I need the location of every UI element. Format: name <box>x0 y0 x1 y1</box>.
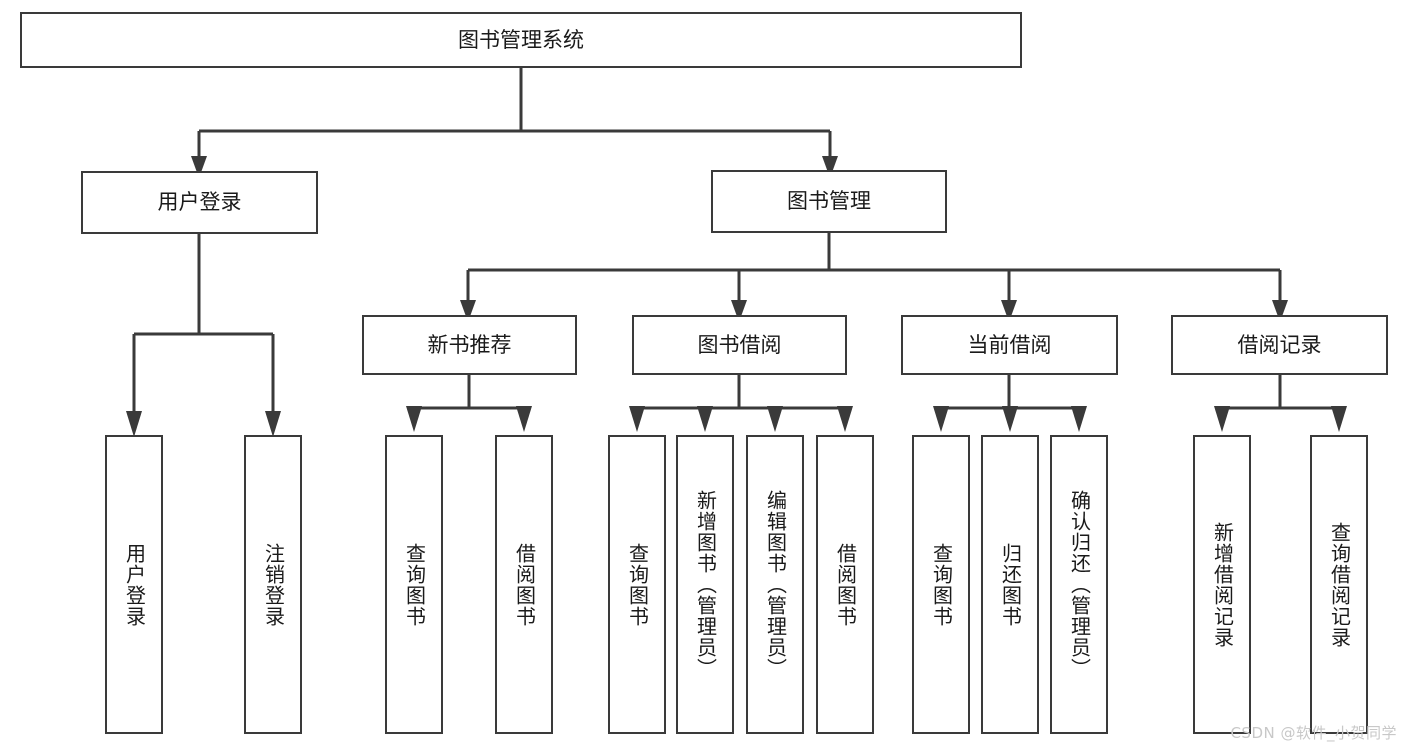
arrowhead-leaf-return-book <box>1002 406 1018 432</box>
node-leaf-add-book[interactable]: 新增图书（管理员） <box>676 435 734 734</box>
node-leaf-query-book-3[interactable]: 查询图书 <box>912 435 970 734</box>
arrowhead-borrow-record <box>1272 300 1288 322</box>
node-book-borrow-label: 图书借阅 <box>697 332 782 357</box>
node-leaf-logout-label: 注销登录 <box>261 542 286 627</box>
node-leaf-return-book-label: 归还图书 <box>998 542 1023 627</box>
node-leaf-borrow-book-1-label: 借阅图书 <box>512 542 537 627</box>
node-user-login[interactable]: 用户登录 <box>81 171 318 234</box>
node-new-book-rec[interactable]: 新书推荐 <box>362 315 577 375</box>
node-borrow-record-label: 借阅记录 <box>1237 332 1322 357</box>
node-leaf-borrow-book-2[interactable]: 借阅图书 <box>816 435 874 734</box>
arrowhead-leaf-borrow-book-2 <box>837 406 853 432</box>
node-leaf-query-record-label: 查询借阅记录 <box>1327 521 1352 648</box>
node-root-label: 图书管理系统 <box>458 27 584 52</box>
arrowhead-user-login <box>191 156 207 178</box>
arrowhead-leaf-edit-book <box>767 406 783 432</box>
arrowhead-leaf-query-book-3 <box>933 406 949 432</box>
node-leaf-borrow-book-2-label: 借阅图书 <box>833 542 858 627</box>
node-leaf-query-book-2-label: 查询图书 <box>625 542 650 627</box>
node-leaf-edit-book[interactable]: 编辑图书（管理员） <box>746 435 804 734</box>
node-leaf-edit-book-label: 编辑图书（管理员） <box>763 490 788 679</box>
arrowhead-leaf-query-book-1 <box>406 406 422 432</box>
node-leaf-borrow-book-1[interactable]: 借阅图书 <box>495 435 553 734</box>
arrowhead-leaf-query-record <box>1331 406 1347 432</box>
arrowhead-book-manage <box>822 156 838 178</box>
arrowhead-leaf-borrow-book-1 <box>516 406 532 432</box>
node-borrow-record[interactable]: 借阅记录 <box>1171 315 1388 375</box>
node-user-login-label: 用户登录 <box>157 190 242 215</box>
arrowhead-leaf-add-record <box>1214 406 1230 432</box>
node-leaf-add-record-label: 新增借阅记录 <box>1210 521 1235 648</box>
node-leaf-confirm-return[interactable]: 确认归还（管理员） <box>1050 435 1108 734</box>
node-leaf-query-book-1[interactable]: 查询图书 <box>385 435 443 734</box>
node-current-borrow[interactable]: 当前借阅 <box>901 315 1118 375</box>
node-leaf-logout[interactable]: 注销登录 <box>244 435 302 734</box>
arrowhead-leaf-query-book-2 <box>629 406 645 432</box>
node-leaf-query-book-2[interactable]: 查询图书 <box>608 435 666 734</box>
arrowhead-new-book-rec <box>460 300 476 322</box>
node-leaf-return-book[interactable]: 归还图书 <box>981 435 1039 734</box>
node-leaf-confirm-return-label: 确认归还（管理员） <box>1067 490 1092 679</box>
arrowhead-leaf-confirm-return <box>1071 406 1087 432</box>
node-leaf-query-book-3-label: 查询图书 <box>929 542 954 627</box>
arrowhead-group <box>126 156 1347 437</box>
node-leaf-user-login-label: 用户登录 <box>122 542 147 627</box>
arrowhead-book-borrow <box>731 300 747 322</box>
node-new-book-rec-label: 新书推荐 <box>427 332 512 357</box>
node-leaf-query-record[interactable]: 查询借阅记录 <box>1310 435 1368 734</box>
node-book-manage[interactable]: 图书管理 <box>711 170 947 233</box>
arrowhead-leaf-logout <box>265 411 281 437</box>
node-leaf-query-book-1-label: 查询图书 <box>402 542 427 627</box>
arrowhead-current-borrow <box>1001 300 1017 322</box>
node-leaf-add-book-label: 新增图书（管理员） <box>693 490 718 679</box>
node-book-manage-label: 图书管理 <box>787 189 871 214</box>
arrowhead-leaf-user-login <box>126 411 142 437</box>
node-leaf-user-login[interactable]: 用户登录 <box>105 435 163 734</box>
arrowhead-leaf-add-book <box>697 406 713 432</box>
node-root[interactable]: 图书管理系统 <box>20 12 1022 68</box>
node-leaf-add-record[interactable]: 新增借阅记录 <box>1193 435 1251 734</box>
node-book-borrow[interactable]: 图书借阅 <box>632 315 847 375</box>
node-current-borrow-label: 当前借阅 <box>967 332 1052 357</box>
